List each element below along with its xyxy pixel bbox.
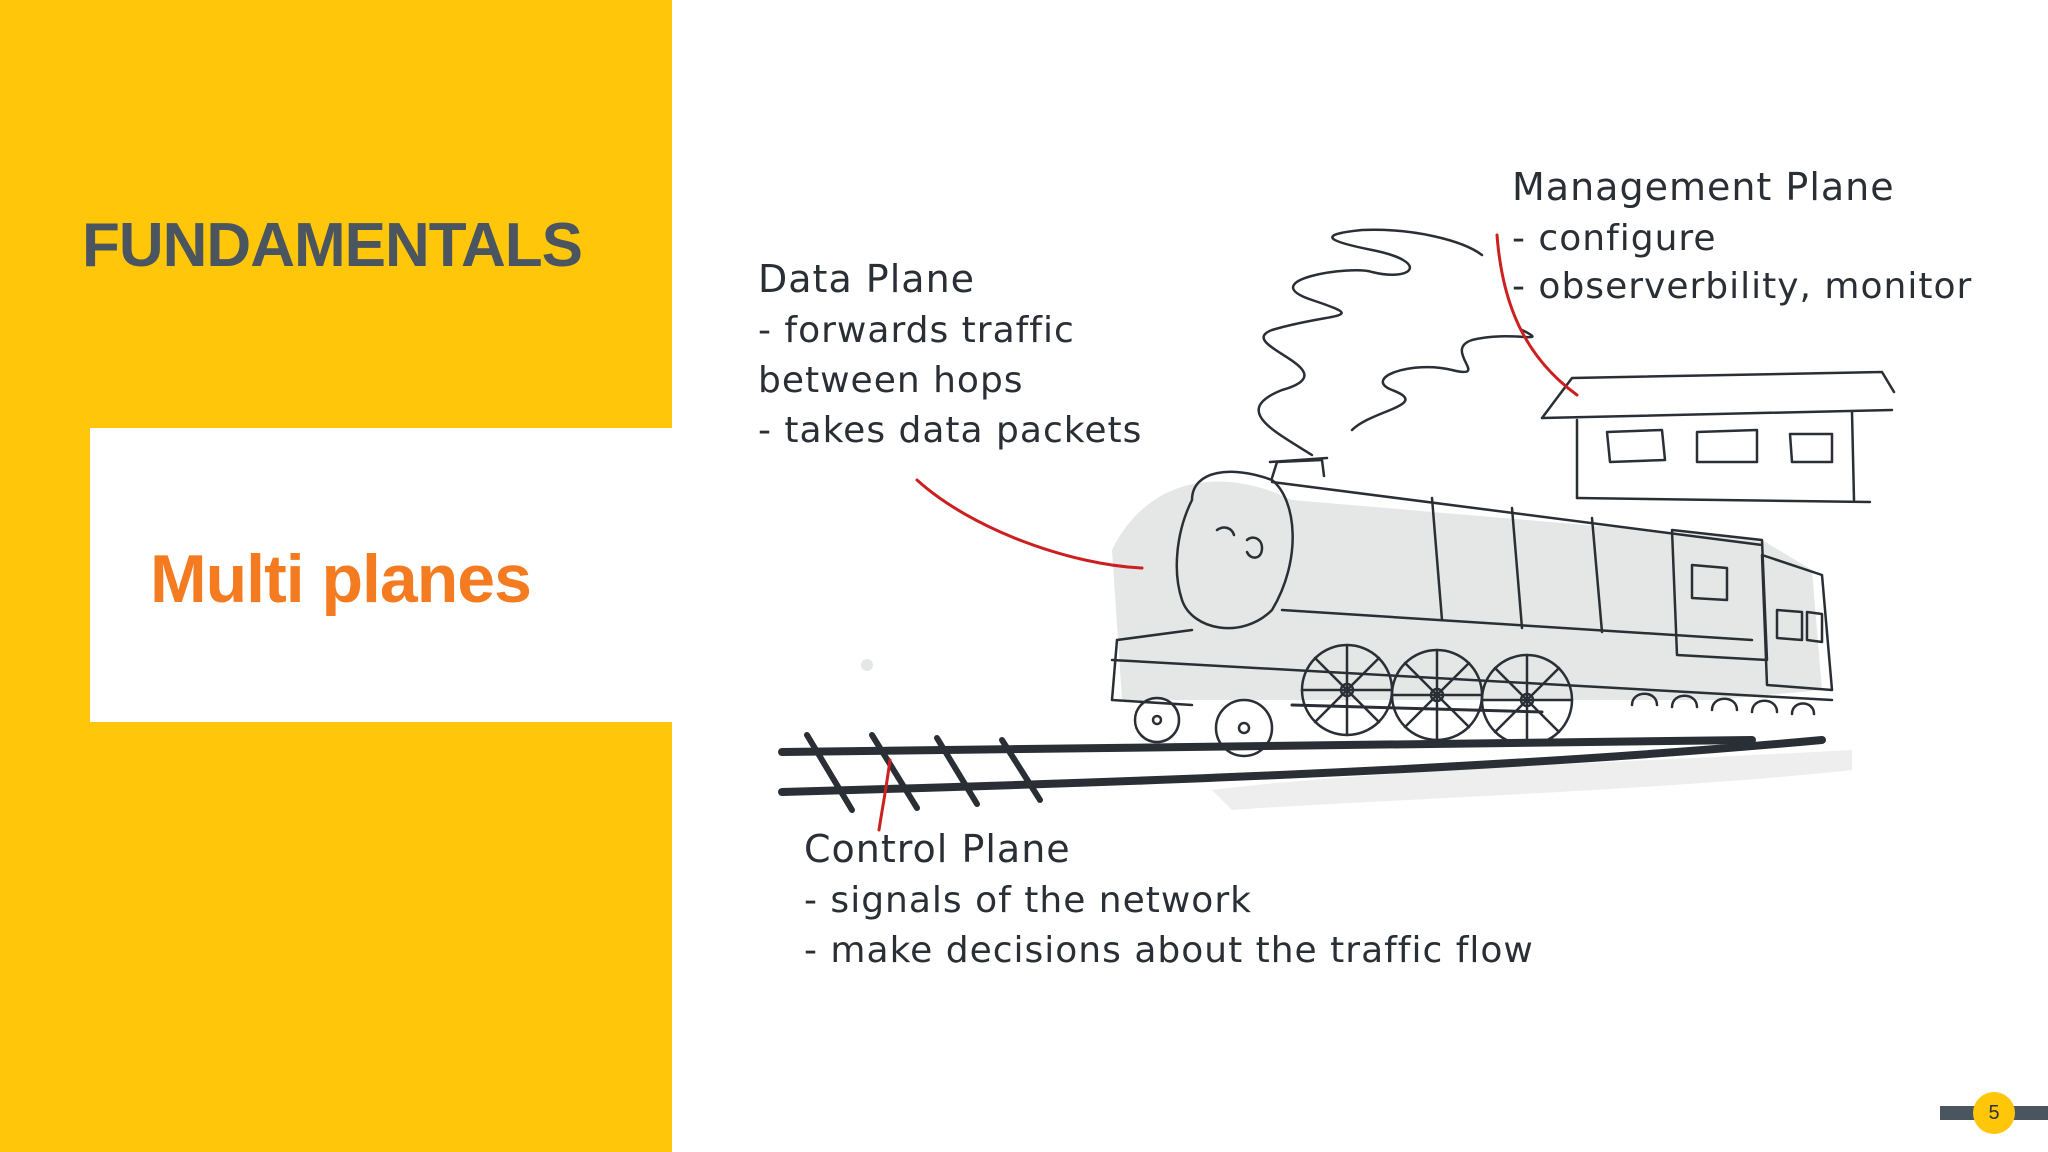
page-number: 5 — [1973, 1092, 2015, 1134]
management-plane-label: Management Plane - configure - observerb… — [1512, 165, 1972, 307]
subtitle-card: Multi planes — [90, 428, 672, 722]
data-plane-line-2: between hops — [758, 360, 1024, 401]
control-plane-line-2: - make decisions about the traffic flow — [804, 930, 1534, 971]
station-house — [1540, 370, 1896, 504]
pointer-lines — [877, 233, 1579, 832]
management-plane-pointer — [1495, 233, 1579, 397]
management-plane-line-2: - observerbility, monitor — [1512, 266, 1972, 307]
driving-wheel-3 — [1480, 653, 1574, 747]
slide-subtitle: Multi planes — [150, 541, 532, 617]
page-indicator: 5 — [1940, 1092, 2048, 1134]
railway-track — [778, 732, 1826, 813]
train-sketch-illustration: Data Plane - forwards traffic between ho… — [758, 165, 1972, 971]
sketch-shading — [861, 481, 1852, 810]
management-plane-line-1: - configure — [1512, 218, 1717, 259]
management-plane-heading: Management Plane — [1512, 165, 1895, 209]
smoke-trail — [1257, 228, 1534, 457]
data-plane-label: Data Plane - forwards traffic between ho… — [758, 257, 1142, 451]
data-plane-line-1: - forwards traffic — [758, 310, 1075, 351]
control-plane-heading: Control Plane — [804, 827, 1071, 871]
data-plane-line-3: - takes data packets — [758, 410, 1142, 451]
locomotive — [1110, 456, 1834, 758]
control-plane-label: Control Plane - signals of the network -… — [804, 827, 1534, 971]
section-title: FUNDAMENTALS — [82, 211, 583, 280]
control-plane-pointer — [877, 758, 892, 832]
data-plane-pointer — [915, 478, 1144, 570]
driving-wheel-1 — [1300, 643, 1394, 737]
data-plane-heading: Data Plane — [758, 257, 975, 301]
control-plane-line-1: - signals of the network — [804, 880, 1252, 921]
driving-wheel-2 — [1390, 648, 1484, 742]
